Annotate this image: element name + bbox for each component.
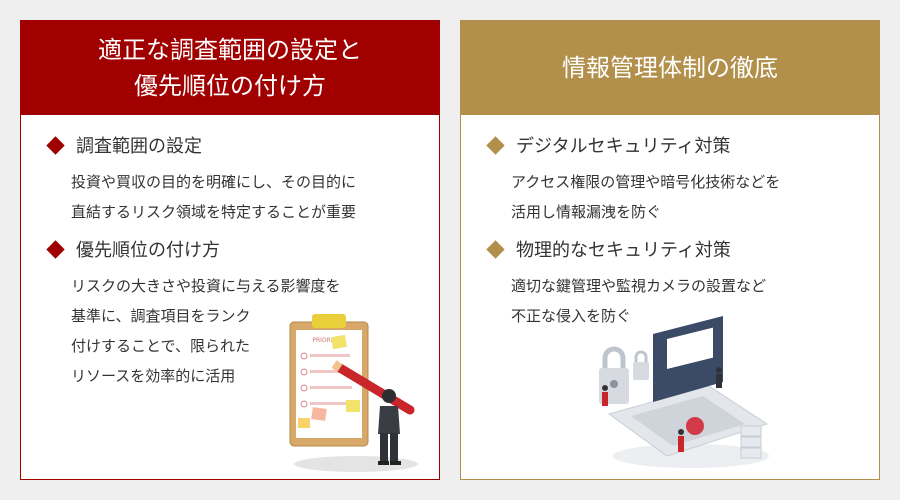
header-line-1: 情報管理体制の徹底 <box>562 54 778 82</box>
diamond-bullet-icon <box>486 239 505 259</box>
diamond-bullet-icon <box>46 239 65 259</box>
desc-line: アクセス権限の管理や暗号化技術などを <box>511 173 781 191</box>
item-title: デジタルセキュリティ対策 <box>516 136 731 157</box>
desc-line: 直結するリスク領域を特定することが重要 <box>71 203 357 221</box>
desc-line: 投資や買収の目的を明確にし、その目的に <box>71 173 357 191</box>
desc-line: 活用し情報漏洩を防ぐ <box>511 203 662 221</box>
clipboard-priorities-illustration: PRIORITIES <box>289 314 418 472</box>
shield-icon <box>686 417 704 435</box>
desc-line: 基準に、調査項目をランク <box>71 307 251 325</box>
desc-line: 不正な侵入を防ぐ <box>511 307 632 325</box>
item-description: アクセス権限の管理や暗号化技術などを 活用し情報漏洩を防ぐ <box>511 167 863 227</box>
laptop-security-illustration <box>599 316 769 468</box>
item-digital-security: デジタルセキュリティ対策 アクセス権限の管理や暗号化技術などを 活用し情報漏洩を… <box>485 131 863 227</box>
item-scope-setting: 調査範囲の設定 投資や買収の目的を明確にし、その目的に 直結するリスク領域を特定… <box>45 131 423 227</box>
item-physical-security: 物理的なセキュリティ対策 適切な鍵管理や監視カメラの設置など 不正な侵入を防ぐ <box>485 235 863 331</box>
desc-line: 付けすることで、限られた <box>71 337 250 355</box>
header-line-2: 優先順位の付け方 <box>134 72 326 100</box>
diamond-bullet-icon <box>486 135 505 155</box>
item-title: 物理的なセキュリティ対策 <box>516 240 731 261</box>
clipboard-label: PRIORITIES <box>312 337 345 344</box>
panel-scope-priority: 適正な調査範囲の設定と 優先順位の付け方 調査範囲の設定 投資や買収の目的を明確… <box>20 20 440 480</box>
panel-info-management: 情報管理体制の徹底 デジタルセキュリティ対策 アクセス権限の管理や暗号化技術など… <box>460 20 880 480</box>
desc-line: リスクの大きさや投資に与える影響度を <box>71 277 341 295</box>
panel-header: 適正な調査範囲の設定と 優先順位の付け方 <box>21 21 439 115</box>
desc-line: 適切な鍵管理や監視カメラの設置など <box>511 277 767 295</box>
diamond-bullet-icon <box>46 135 65 155</box>
item-description: 投資や買収の目的を明確にし、その目的に 直結するリスク領域を特定することが重要 <box>71 167 423 227</box>
item-title: 調査範囲の設定 <box>76 136 202 157</box>
item-title: 優先順位の付け方 <box>76 240 220 261</box>
header-line-1: 適正な調査範囲の設定と <box>98 36 362 64</box>
item-prioritization: 優先順位の付け方 リスクの大きさや投資に与える影響度を 基準に、調査項目をランク… <box>45 235 423 391</box>
item-description: リスクの大きさや投資に与える影響度を 基準に、調査項目をランク 付けすることで、… <box>71 271 423 391</box>
item-description: 適切な鍵管理や監視カメラの設置など 不正な侵入を防ぐ <box>511 271 863 331</box>
desc-line: リソースを効率的に活用 <box>71 367 236 385</box>
clip-icon <box>312 314 346 328</box>
panel-header: 情報管理体制の徹底 <box>461 21 879 115</box>
